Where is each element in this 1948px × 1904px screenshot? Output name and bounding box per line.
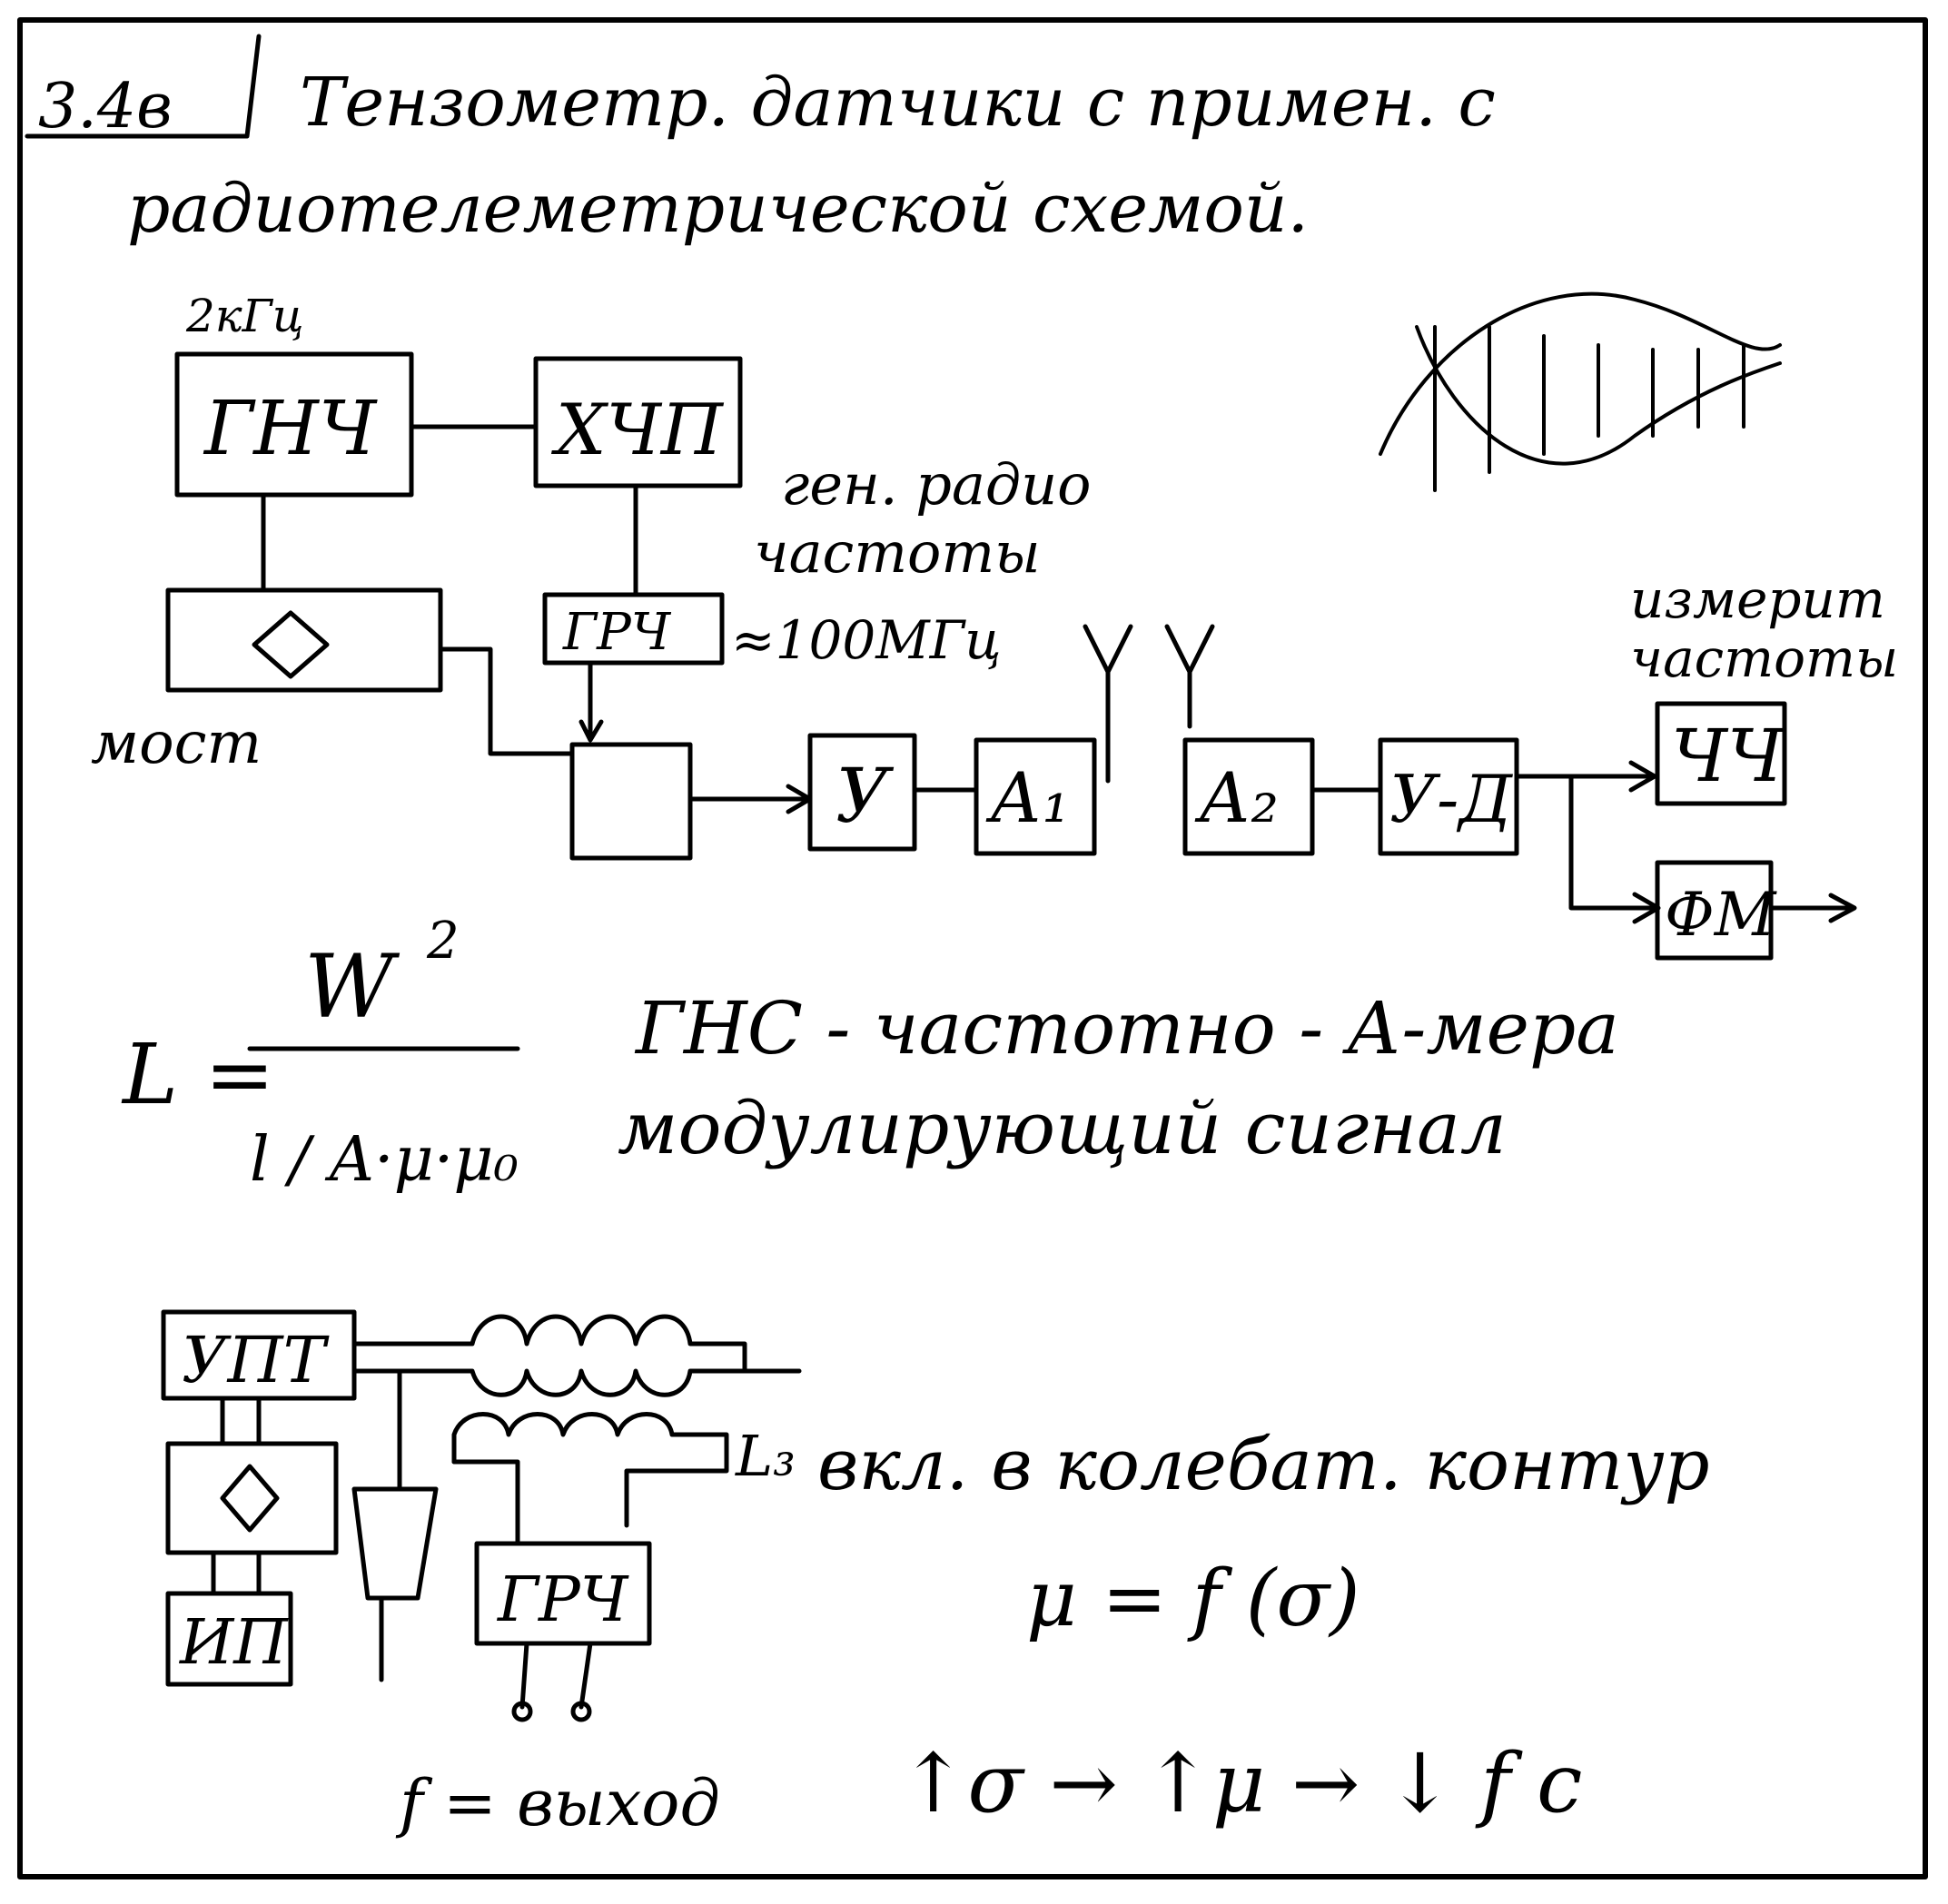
ip-label: ИП	[178, 1607, 289, 1679]
terminal-wire-b	[578, 1641, 593, 1710]
mu-equation: μ = f (σ)	[1026, 1554, 1360, 1644]
antenna-tx-icon	[1083, 624, 1133, 784]
freq-label: 2кГц	[185, 290, 304, 342]
wire-om-output	[1768, 893, 1857, 923]
header-title-line2: радиотелеметрической схемой.	[127, 170, 1309, 248]
grch-freq-label: ≈100МГц	[731, 609, 1002, 671]
upt-label: УПТ	[182, 1323, 330, 1397]
gen-label-1: ген. радио	[781, 451, 1091, 518]
bridge-block	[165, 587, 443, 693]
l3-label: L₃	[735, 1423, 796, 1489]
formula-denominator: l / A·μ·μ₀	[250, 1124, 519, 1196]
a1-block	[974, 737, 1097, 856]
meas-label-2: частоты	[1630, 627, 1898, 689]
note-line1: ГНС - частотно - А-мера	[634, 986, 1619, 1070]
wire-modulator-u	[687, 784, 813, 814]
a2-label: А₂	[1194, 757, 1279, 838]
inductor-upper-icon	[351, 1314, 802, 1374]
inductor-lower-icon	[351, 1368, 747, 1397]
antenna-rx-icon	[1164, 624, 1215, 729]
wire-l3-grch	[451, 1459, 520, 1546]
most-label: мост	[91, 710, 262, 777]
bridge-diamond-icon	[252, 610, 330, 679]
meas-label-1: измерит	[1630, 568, 1885, 630]
modulated-wave-sketch	[1379, 291, 1782, 492]
chain-relation: ↑σ → ↑μ → ↓ f c	[899, 1736, 1582, 1831]
gnch-label: ГНЧ	[203, 386, 378, 472]
a2-block	[1182, 737, 1315, 856]
note-line2: модулирующий сигнал	[618, 1086, 1507, 1170]
header-title-line1: Тензометр. датчики с примен. с	[300, 64, 1496, 142]
inductor-l3-icon	[451, 1412, 729, 1528]
om-label: ФМ	[1665, 880, 1777, 950]
header-number: 3.4в	[38, 71, 173, 143]
output-label: f = выход	[395, 1766, 720, 1840]
wire-ud-chch	[1514, 760, 1657, 793]
khchp-label: ХЧП	[550, 390, 725, 471]
formula-lhs: L =	[121, 1026, 274, 1123]
terminal-b-icon	[570, 1701, 592, 1722]
formula-numerator-sup: 2	[426, 912, 460, 971]
gen-label-2: частоты	[754, 519, 1041, 586]
formula-numerator: W	[304, 936, 400, 1038]
header-number-box	[25, 34, 262, 139]
sensor-element-icon	[351, 1486, 439, 1601]
ud-label: У-Д	[1389, 761, 1513, 837]
wire-grch-modulator	[578, 660, 604, 743]
chch-block	[1655, 701, 1787, 806]
u-label: У	[836, 754, 895, 840]
modulator-block	[569, 742, 693, 861]
grch-lower-block	[474, 1541, 652, 1646]
terminal-a-icon	[511, 1701, 533, 1722]
ud-block	[1378, 737, 1519, 856]
grch-lower-label: ГРЧ	[496, 1564, 629, 1636]
grch-label: ГРЧ	[562, 603, 672, 662]
terminal-wire-a	[519, 1641, 529, 1710]
grch-block	[542, 592, 725, 666]
chch-label: ЧЧ	[1671, 714, 1785, 798]
ip-block	[165, 1591, 293, 1687]
incl-note: вкл. в колебат. контур	[817, 1425, 1710, 1506]
bridge-lower-block	[165, 1441, 339, 1555]
bridge-lower-diamond-icon	[220, 1464, 280, 1533]
wire-bridge-modulator	[438, 646, 575, 756]
a1-label: А₁	[985, 757, 1070, 838]
page-frame	[17, 17, 1928, 1879]
wire-ud-om	[1568, 774, 1661, 924]
